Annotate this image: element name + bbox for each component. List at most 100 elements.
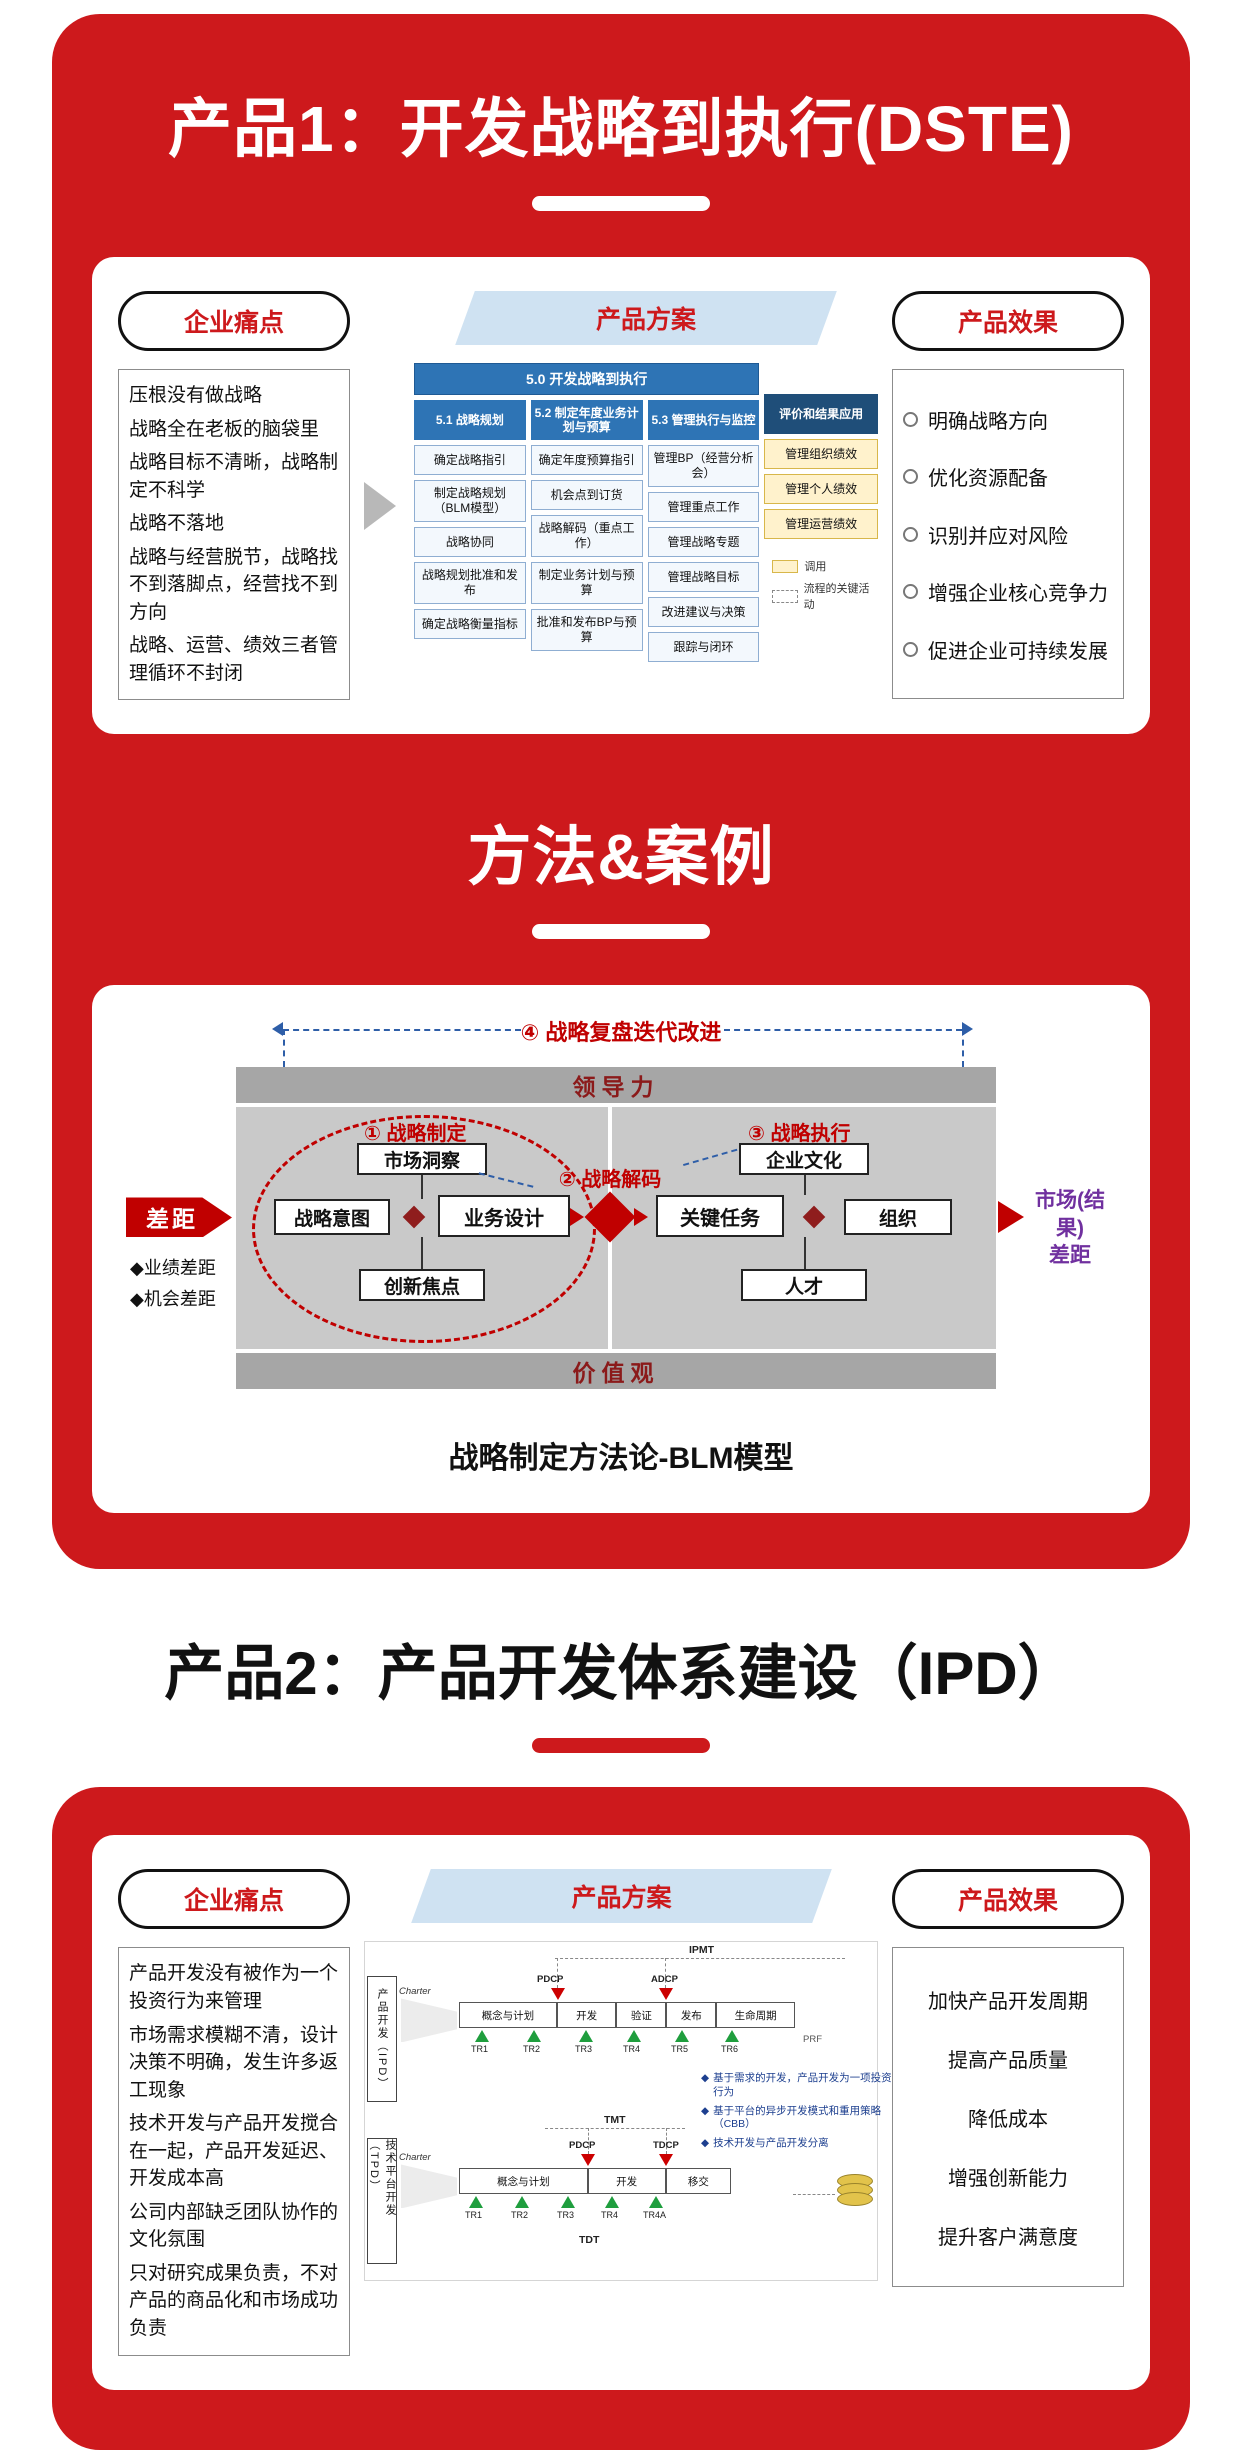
solution-header: 产品方案: [410, 1869, 832, 1924]
solution-header-label: 产品方案: [570, 1884, 671, 1913]
effect-item: 优化资源配备: [903, 462, 1113, 491]
right-group-label: ③ 战略执行: [748, 1123, 851, 1146]
diamond-bullet-icon: ◆: [701, 2072, 710, 2085]
milestone-label: PDCP: [537, 1974, 564, 1986]
node-market-insight: 市场洞察: [357, 1143, 487, 1176]
dste-columns: 企业痛点 压根没有做战略战略全在老板的脑袋里战略目标不清晰，战略制定不科学战略不…: [118, 291, 1124, 701]
dste-item: 机会点到订货: [530, 480, 643, 510]
tr-triangle-icon: [725, 2030, 739, 2043]
dste-section: 产品1：开发战略到执行(DSTE) 企业痛点 压根没有做战略战略全在老板的脑袋里…: [52, 14, 1190, 1570]
note-item: ◆ 技术开发与产品开发分离: [701, 2137, 893, 2150]
loop-label: ④ 战略复盘迭代改进: [520, 1020, 722, 1046]
node-organization: 组织: [844, 1199, 952, 1236]
pain-pill: 企业痛点: [118, 1869, 350, 1930]
result-label-line2: 差距: [1049, 1244, 1091, 1268]
phase-segment: 生命周期: [716, 2002, 795, 2029]
cbb-database-icon: [837, 2174, 873, 2207]
node-corporate-culture: 企业文化: [739, 1143, 869, 1176]
effect-item: 加快产品开发周期: [928, 1990, 1088, 2013]
page: 产品1：开发战略到执行(DSTE) 企业痛点 压根没有做战略战略全在老板的脑袋里…: [0, 14, 1242, 2450]
circle-bullet-icon: [903, 411, 918, 427]
gap-note-performance: ◆业绩差距: [130, 1258, 216, 1279]
dste-eval-items: 管理组织绩效管理个人绩效管理运营绩效: [764, 439, 878, 539]
tpd-vertical-label: 技术平台开发（TPD）: [367, 2138, 397, 2265]
tdt-label: TDT: [575, 2234, 604, 2247]
milestone-triangle-icon: [659, 1988, 673, 2001]
dste-eval-item: 管理个人绩效: [764, 474, 878, 504]
tr-triangle-icon: [561, 2196, 575, 2209]
tr-label: TR6: [721, 2044, 739, 2055]
dashed-connector: [666, 2128, 667, 2155]
tr-label: TR4: [601, 2210, 619, 2221]
dste-title: 产品1：开发战略到执行(DSTE): [168, 93, 1074, 165]
leadership-bar: 领导力: [236, 1067, 996, 1104]
node-talent: 人才: [741, 1269, 867, 1302]
diamond-bullet-icon: ◆: [701, 2104, 710, 2117]
effect-pill: 产品效果: [892, 291, 1124, 351]
legend-dashed-swatch-icon: [772, 589, 798, 603]
tr-triangle-icon: [649, 2196, 663, 2209]
result-label-line1: 市场(结果): [1035, 1189, 1105, 1240]
effect-item-label: 促进企业可持续发展: [928, 640, 1108, 663]
pain-item: 只对研究成果负责，不对产品的商品化和市场成功负责: [129, 2262, 339, 2340]
dste-item: 战略解码（重点工作）: [530, 515, 643, 557]
node-key-tasks: 关键任务: [656, 1195, 784, 1238]
dste-item: 确定战略指引: [414, 445, 526, 475]
effect-item: 识别并应对风险: [903, 520, 1113, 549]
dashed-connector: [283, 1029, 285, 1100]
dste-column-2-header: 5.2 制定年度业务计划与预算: [530, 400, 643, 440]
pain-column: 企业痛点 产品开发没有被作为一个投资行为来管理市场需求模糊不清，设计决策不明确，…: [118, 1869, 350, 2356]
ipd-title: 产品2：产品开发体系建设（IPD）: [164, 1640, 1078, 1708]
effect-item-label: 识别并应对风险: [928, 525, 1068, 548]
dste-item: 管理战略专题: [647, 527, 760, 557]
dste-item: 改进建议与决策: [647, 597, 760, 627]
ipmt-label: IPMT: [685, 1944, 719, 1957]
milestone-triangle-icon: [659, 2154, 673, 2167]
pain-item: 战略、运营、绩效三者管理循环不封闭: [129, 635, 339, 684]
dashed-connector: [665, 1958, 666, 1989]
effect-column: 产品效果 明确战略方向 优化资源配备: [892, 291, 1124, 699]
connector-line: [804, 1175, 806, 1196]
effect-item-label: 优化资源配备: [928, 468, 1048, 490]
blm-caption: 战略制定方法论-BLM模型: [448, 1442, 794, 1476]
circle-bullet-icon: [903, 469, 918, 484]
strategy-ellipse: [252, 1115, 596, 1344]
dste-main-area: 5.0 开发战略到执行 5.1 战略规划 确定战略指引制定战略规划（BLM模型）…: [414, 363, 760, 662]
funnel-shape: [401, 1998, 457, 2043]
dste-column-1-items: 确定战略指引制定战略规划（BLM模型）战略协同战略规划批准和发布确定战略衡量指标: [414, 445, 526, 639]
phase-segment: 概念与计划: [459, 2002, 557, 2029]
ipd-phase-bar: 概念与计划 开发 验证 发布 生命周期: [459, 2002, 795, 2029]
ipd-notes: ◆ 基于需求的开发，产品开发为一项投资行为 ◆ 基于平台的异步开发模式和重用策略…: [701, 2072, 893, 2150]
dste-column-3: 5.3 管理执行与监控 管理BP（经营分析会）管理重点工作管理战略专题管理战略目…: [647, 400, 760, 662]
node-innovation-focus: 创新焦点: [359, 1269, 485, 1302]
solution-column: 产品方案 IPMT 产品开发（IPD） Charter PDCP: [364, 1869, 892, 2282]
dste-legend: 调用 流程的关键活动: [764, 558, 878, 612]
node-strategy-intent: 战略意图: [274, 1199, 390, 1236]
dste-item: 确定战略衡量指标: [414, 609, 526, 639]
milestone-label: PDCP: [569, 2140, 596, 2152]
title-underline-red: [532, 1738, 710, 1754]
phase-segment: 发布: [666, 2002, 717, 2029]
tr-triangle-icon: [605, 2196, 619, 2209]
node-business-design: 业务设计: [438, 1195, 570, 1238]
dste-eval-header: 评价和结果应用: [764, 394, 878, 434]
circle-bullet-icon: [903, 584, 918, 599]
pain-item: 公司内部缺乏团队协作的文化氛围: [129, 2201, 339, 2251]
dste-item: 跟踪与闭环: [647, 632, 760, 662]
dashed-connector: [555, 1958, 845, 1960]
tr-triangle-icon: [527, 2030, 541, 2043]
dashed-connector: [962, 1029, 964, 1100]
dste-column-2: 5.2 制定年度业务计划与预算 确定年度预算指引机会点到订货战略解码（重点工作）…: [530, 400, 643, 662]
milestone-label: TDCP: [653, 2140, 679, 2152]
title-underline: [532, 924, 710, 940]
tmt-label: TMT: [600, 2114, 630, 2127]
solution-header-label: 产品方案: [595, 306, 696, 334]
decode-label: ② 战略解码: [558, 1169, 662, 1192]
tr-label: TR3: [557, 2210, 575, 2221]
phase-segment: 移交: [665, 2168, 731, 2195]
ipd-diagram: IPMT 产品开发（IPD） Charter PDCP ADCP: [364, 1941, 892, 2282]
effect-list: 明确战略方向 优化资源配备 识别并应对风险: [892, 369, 1124, 699]
pain-column: 企业痛点 压根没有做战略战略全在老板的脑袋里战略目标不清晰，战略制定不科学战略不…: [118, 291, 350, 701]
tr-triangle-icon: [475, 2030, 489, 2043]
pain-item: 战略不落地: [129, 513, 225, 535]
